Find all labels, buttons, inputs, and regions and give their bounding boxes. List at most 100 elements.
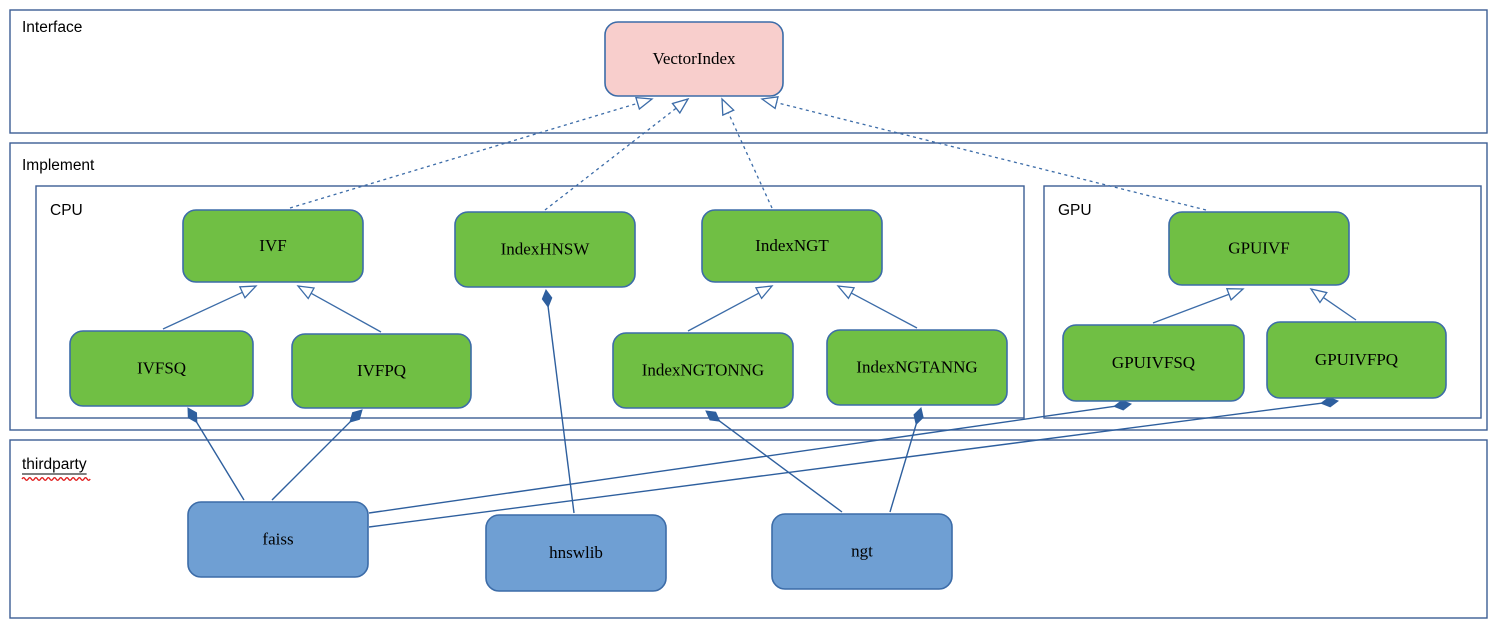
edge-arrowhead-indexngtanng-indexngt [836,285,856,300]
edge-arrowhead-ivfpq-ivf [296,285,316,300]
node-label-indexngtanng: IndexNGTANNG [856,357,977,376]
node-label-vectorindex: VectorIndex [652,49,736,68]
node-label-ivf: IVF [259,236,286,255]
node-box-ngt[interactable] [771,513,953,590]
node-box-indexngtanng[interactable] [826,329,1008,406]
edge-faiss-ivfpq [271,409,363,501]
group-frame-interface [9,9,1488,134]
group-implement: Implement [9,142,1488,431]
edge-ivfpq-ivf [296,285,382,333]
node-label-indexngt: IndexNGT [755,236,829,255]
group-label-gpu: GPU [1058,202,1092,219]
node-label-hnswlib: hnswlib [549,543,603,562]
edge-faiss-ivfsq [187,407,245,501]
node-box-hnswlib[interactable] [485,514,667,592]
node-ngt[interactable]: ngt [771,513,953,590]
node-label-gpuivf: GPUIVF [1228,238,1289,257]
node-label-indexhnsw: IndexHNSW [501,239,591,258]
node-box-gpuivfsq[interactable] [1062,324,1245,402]
edge-line-indexhnsw-vectorindex [544,106,678,211]
group-interface: Interface [9,9,1488,134]
edge-indexhnsw-vectorindex [544,97,690,211]
group-cpu: CPU [35,185,1025,419]
node-label-ngt: ngt [851,541,873,560]
group-label-cpu: CPU [50,202,83,219]
edge-line-indexngtanng-indexngt [849,291,918,329]
node-hnswlib[interactable]: hnswlib [485,514,667,592]
edge-faiss-gpuivfpq [368,396,1340,528]
edge-line-faiss-gpuivfsq [368,405,1116,514]
group-frame-cpu [35,185,1025,419]
node-vectorindex[interactable]: VectorIndex [604,21,784,97]
edges-layer [162,96,1357,528]
edge-gpuivf-vectorindex [760,96,1207,211]
spellcheck-underline [21,473,91,481]
group-thirdparty: thirdparty [9,439,1488,619]
edge-arrowhead-faiss-ivfsq [187,407,198,424]
node-box-gpuivfpq[interactable] [1266,321,1447,399]
node-ivfpq[interactable]: IVFPQ [291,333,472,409]
edge-line-faiss-ivfpq [271,420,352,501]
edge-line-ivfpq-ivf [309,292,382,333]
node-box-indexngtonng[interactable] [612,332,794,409]
node-indexhnsw[interactable]: IndexHNSW [454,211,636,288]
edge-ngt-indexngtanng [889,407,924,513]
node-box-indexhnsw[interactable] [454,211,636,288]
edge-arrowhead-ivfsq-ivf [238,285,258,299]
edge-line-ivf-vectorindex [289,102,639,209]
node-label-gpuivfpq: GPUIVFPQ [1315,350,1398,369]
edge-line-indexngtonng-indexngt [687,291,761,332]
node-box-vectorindex[interactable] [604,21,784,97]
annotations-layer [21,473,91,481]
node-ivf[interactable]: IVF [182,209,364,283]
node-box-ivfsq[interactable] [69,330,254,407]
edge-line-ngt-indexngtanng [889,422,918,513]
node-indexngtonng[interactable]: IndexNGTONNG [612,332,794,409]
node-label-faiss: faiss [262,529,293,548]
group-gpu: GPU [1043,185,1482,419]
edge-arrowhead-gpuivf-vectorindex [760,96,779,110]
edge-arrowhead-hnswlib-indexhnsw [541,288,553,308]
group-label-interface: Interface [22,19,82,36]
node-box-indexngt[interactable] [701,209,883,283]
edge-indexngt-vectorindex [721,97,773,209]
node-gpuivf[interactable]: GPUIVF [1168,211,1350,286]
node-gpuivfsq[interactable]: GPUIVFSQ [1062,324,1245,402]
edge-line-gpuivfsq-gpuivf [1152,293,1231,324]
edge-gpuivfsq-gpuivf [1152,288,1245,324]
group-frame-thirdparty [9,439,1488,619]
node-indexngt[interactable]: IndexNGT [701,209,883,283]
edge-arrowhead-indexngt-vectorindex [721,97,735,117]
node-ivfsq[interactable]: IVFSQ [69,330,254,407]
edge-line-faiss-ivfsq [195,420,245,501]
edge-arrowhead-faiss-ivfpq [349,409,363,423]
node-box-gpuivf[interactable] [1168,211,1350,286]
node-label-ivfsq: IVFSQ [137,358,186,377]
node-box-ivfpq[interactable] [291,333,472,409]
node-faiss[interactable]: faiss [187,501,369,578]
edge-arrowhead-indexngtonng-indexngt [754,285,774,300]
node-label-ivfpq: IVFPQ [357,361,406,380]
edge-arrowhead-ngt-indexngtanng [913,407,924,426]
node-gpuivfpq[interactable]: GPUIVFPQ [1266,321,1447,399]
spellcheck-squiggle [21,477,91,481]
group-label-implement: Implement [22,157,95,174]
edge-indexngtonng-indexngt [687,285,774,332]
node-label-gpuivfsq: GPUIVFSQ [1112,353,1195,372]
edge-line-faiss-gpuivfpq [368,402,1323,528]
node-box-faiss[interactable] [187,501,369,578]
group-label-thirdparty: thirdparty [22,456,87,473]
node-box-ivf[interactable] [182,209,364,283]
edge-arrowhead-gpuivfpq-gpuivf [1309,288,1328,304]
edge-gpuivfpq-gpuivf [1309,288,1357,321]
edge-line-indexngt-vectorindex [727,111,773,209]
edge-arrowhead-ngt-indexngtonng [705,410,721,422]
group-frame-gpu [1043,185,1482,419]
node-indexngtanng[interactable]: IndexNGTANNG [826,329,1008,406]
edge-arrowhead-faiss-gpuivfsq [1113,399,1133,411]
edge-arrowhead-ivf-vectorindex [635,96,654,111]
edge-line-ivfsq-ivf [162,291,244,330]
